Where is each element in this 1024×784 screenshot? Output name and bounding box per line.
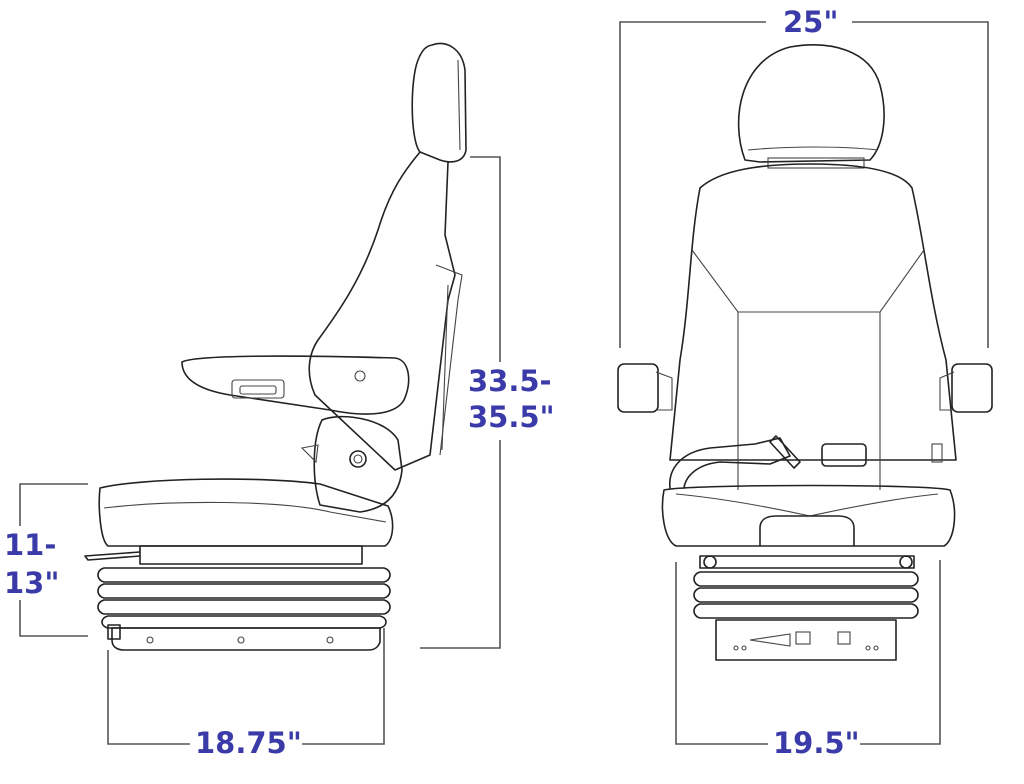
- label-height-overall-top: 33.5-: [468, 364, 552, 398]
- seat-height-line: [19, 483, 88, 637]
- side-backrest: [308, 151, 456, 471]
- label-seat-height-top: 11-: [4, 528, 57, 562]
- side-seat-cushion: [98, 478, 394, 547]
- front-right-armrest: [951, 363, 993, 413]
- width-19-5-line: [675, 560, 941, 745]
- side-bellows: [97, 567, 391, 629]
- dimension-lines: [19, 21, 989, 745]
- side-base: [111, 627, 381, 651]
- label-width-25: 25": [783, 5, 839, 39]
- front-backrest: [669, 163, 957, 461]
- front-base: [715, 619, 897, 661]
- front-left-armrest: [617, 363, 659, 413]
- side-view-seat: [84, 42, 467, 651]
- side-knob: [349, 450, 367, 468]
- front-seat-belt: [669, 437, 791, 489]
- label-width-19-5: 19.5": [773, 726, 860, 760]
- front-view-seat: [617, 44, 993, 661]
- front-headrest: [737, 44, 885, 163]
- label-seat-height-bottom: 13": [4, 566, 60, 600]
- front-seat-cushion: [661, 484, 956, 547]
- height-overall-line: [420, 156, 501, 649]
- side-armrest: [181, 355, 410, 415]
- front-bellows: [693, 571, 919, 619]
- label-height-overall-bottom: 35.5": [468, 400, 555, 434]
- width-25-line: [619, 21, 989, 348]
- label-depth-18-75: 18.75": [195, 726, 302, 760]
- depth-18-75-line: [107, 628, 385, 745]
